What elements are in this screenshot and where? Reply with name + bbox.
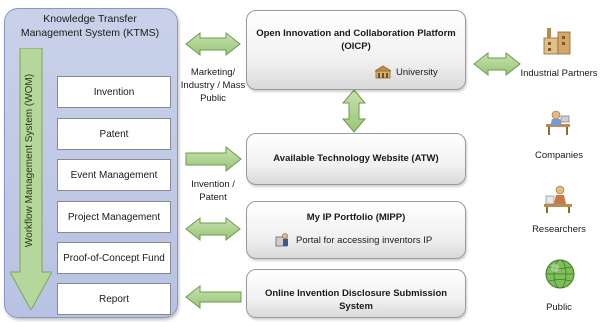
oicp-box: Open Innovation and Collaboration Platfo… <box>246 10 466 90</box>
companies-icon <box>546 110 570 135</box>
oicp-university-label: University <box>396 66 438 78</box>
ktms-title: Knowledge Transfer Management System (KT… <box>20 13 160 39</box>
mipp-title: My IP Portfolio (MIPP) <box>306 212 406 223</box>
module-event-management: Event Management <box>57 159 171 191</box>
entity-industrial-partners-label: Industrial Partners <box>520 68 598 79</box>
wom-down-arrow <box>10 48 52 310</box>
mipp-box: My IP Portfolio (MIPP) Portal for access… <box>246 201 466 259</box>
inventor-portal-icon <box>275 233 288 247</box>
oicp-university: University <box>375 65 438 79</box>
entity-public-label: Public <box>546 302 572 313</box>
mipp-portal: Portal for accessing inventors IP <box>275 232 432 248</box>
industrial-partners-icon <box>543 28 571 55</box>
mipp-portal-label: Portal for accessing inventors IP <box>296 234 433 246</box>
entity-researchers-label: Researchers <box>532 224 586 235</box>
module-project-management: Project Management <box>57 201 171 233</box>
module-report: Report <box>57 283 171 315</box>
oicp-industry-double-arrow <box>473 51 521 77</box>
oicp-title: Open Innovation and Collaboration Platfo… <box>256 28 456 52</box>
invention-patent-label: Invention / Patent <box>191 179 235 203</box>
module-invention: Invention <box>57 76 171 108</box>
atw-title: Available Technology Website (ATW) <box>273 153 439 164</box>
oidss-box: Online Invention Disclosure Submission S… <box>246 269 466 318</box>
entity-companies-label: Companies <box>534 150 584 161</box>
oidss-to-ktms-arrow <box>185 284 242 310</box>
oidss-title: Online Invention Disclosure Submission S… <box>264 288 448 312</box>
university-icon <box>375 65 391 79</box>
public-globe-icon <box>545 259 575 289</box>
atw-box: Available Technology Website (ATW) <box>246 133 466 185</box>
ktms-to-atw-arrow <box>185 145 242 173</box>
module-patent: Patent <box>57 118 171 150</box>
marketing-label: Marketing/ Industry / Mass Public <box>180 67 246 104</box>
module-proof-of-concept-fund: Proof-of-Concept Fund <box>57 242 171 274</box>
researchers-icon <box>544 185 572 213</box>
ktms-oicp-double-arrow <box>185 31 241 57</box>
wom-label: Workflow Management System (WOM) <box>24 73 36 247</box>
ktms-mipp-double-arrow <box>185 216 241 242</box>
oicp-atw-vertical-arrow <box>341 89 367 133</box>
